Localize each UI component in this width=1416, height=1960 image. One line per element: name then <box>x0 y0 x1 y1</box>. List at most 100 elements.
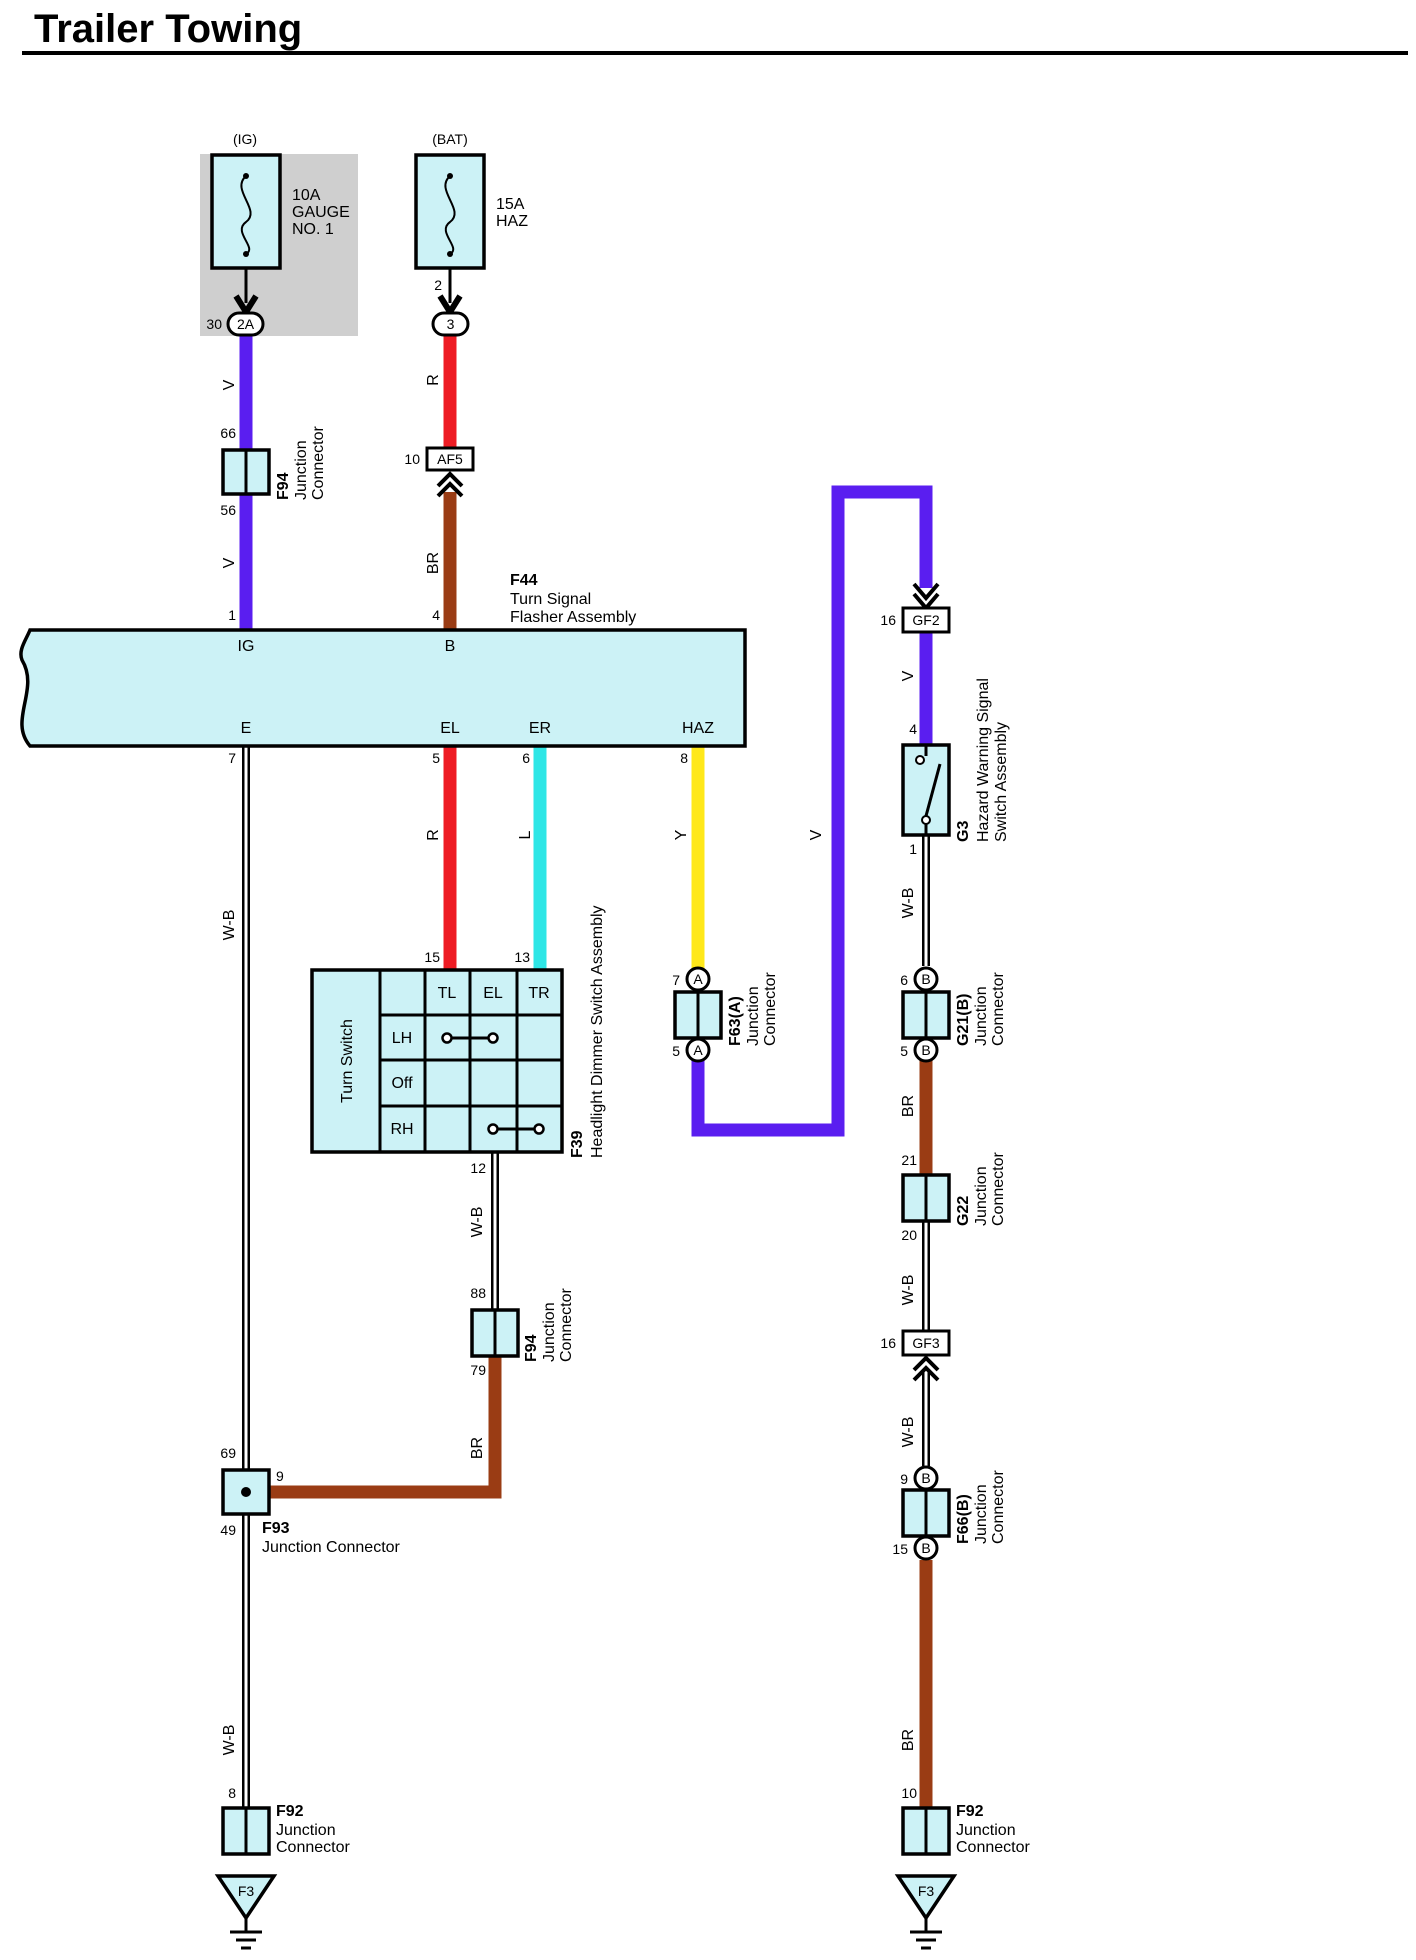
svg-text:GF2: GF2 <box>912 612 939 628</box>
pin-6: 6 <box>522 750 530 766</box>
col-el: EL <box>483 985 503 1002</box>
pin-label-b: B <box>445 638 456 655</box>
junction-f93: 69 9 49 F93 Junction Connector <box>220 1445 400 1556</box>
pin-4: 4 <box>432 607 440 623</box>
double-chevron-up-icon <box>912 1355 940 1382</box>
wire-v-loop <box>691 485 933 1137</box>
connector-gf3: GF3 16 <box>880 1329 951 1382</box>
fuse-name-2: NO. 1 <box>292 221 334 238</box>
svg-text:3: 3 <box>447 316 455 332</box>
pin-label-e: E <box>241 720 252 737</box>
fuse-element-icon <box>444 175 456 255</box>
connector-desc-2: Connector <box>990 1470 1007 1544</box>
pin-1: 1 <box>909 841 917 857</box>
pin-4: 4 <box>909 721 917 737</box>
connector-desc-2: Connector <box>310 426 327 500</box>
connector-desc: Junction <box>276 1822 336 1839</box>
pin-9: 9 <box>276 1468 284 1484</box>
wire-code-wb: W-B <box>469 1207 486 1238</box>
pin-16: 16 <box>880 1335 896 1351</box>
pin-5: 5 <box>900 1043 908 1059</box>
svg-text:B: B <box>921 971 930 987</box>
hazard-switch-g3: 4 1 G3 Hazard Warning Signal Switch Asse… <box>901 678 1010 857</box>
wire-br-f94-f93 <box>268 1357 502 1499</box>
fuse-element-icon <box>240 175 252 255</box>
wire-code-y: Y <box>673 829 690 840</box>
wire-code-br: BR <box>900 1095 917 1117</box>
pin-2: 2 <box>434 277 442 293</box>
junction-f92-left: 8 F92 Junction Connector F3 <box>214 1785 350 1950</box>
pin-15: 15 <box>892 1541 908 1557</box>
connector-desc: Junction <box>973 1484 990 1544</box>
pin-79: 79 <box>470 1362 486 1378</box>
pin-66: 66 <box>220 425 236 441</box>
row-rh: RH <box>390 1121 413 1138</box>
fuse-name: GAUGE <box>292 204 350 221</box>
wire-code-r: R <box>425 829 442 841</box>
dimmer-id: F39 <box>569 1130 586 1158</box>
switch-desc: Hazard Warning Signal <box>975 678 992 842</box>
connector-desc-2: Connector <box>990 1152 1007 1226</box>
page-title: Trailer Towing <box>34 7 302 51</box>
wire-code-br: BR <box>900 1729 917 1751</box>
connector-desc-2: Connector <box>956 1839 1030 1856</box>
pin-label-ig: IG <box>238 638 255 655</box>
pin-8: 8 <box>228 1785 236 1801</box>
connector-af5: AF5 10 <box>404 446 475 498</box>
connector-id: F92 <box>276 1803 304 1820</box>
flasher-desc-2: Flasher Assembly <box>510 609 636 626</box>
fuse-source-ig: (IG) <box>233 131 257 147</box>
pin-56: 56 <box>220 502 236 518</box>
wire-code-v: V <box>221 379 238 390</box>
wire-code-wb: W-B <box>900 1275 917 1306</box>
connector-id: F94 <box>523 1334 540 1362</box>
col-tr: TR <box>528 985 549 1002</box>
double-chevron-up-icon <box>436 471 464 498</box>
pin-8: 8 <box>680 750 688 766</box>
connector-desc: Junction <box>745 986 762 1046</box>
pin-13: 13 <box>514 949 530 965</box>
wire-code-v: V <box>900 670 917 681</box>
fuse-gauge-no1: (IG) 10A GAUGE NO. 1 2A 30 <box>200 131 358 337</box>
connector-desc: Junction <box>973 1166 990 1226</box>
svg-text:A: A <box>693 1042 703 1058</box>
pin-12: 12 <box>470 1160 486 1176</box>
connector-desc: Junction Connector <box>262 1539 401 1556</box>
connector-gf2: GF2 16 <box>880 582 951 634</box>
pin-15: 15 <box>424 949 440 965</box>
dimmer-switch-f39: Turn Switch TL EL TR LH Off RH 15 13 12 … <box>310 905 606 1176</box>
pin-20: 20 <box>901 1227 917 1243</box>
pin-49: 49 <box>220 1522 236 1538</box>
connector-desc-2: Connector <box>276 1839 350 1856</box>
wires <box>239 333 933 1809</box>
connector-id: F92 <box>956 1803 984 1820</box>
pin-label-er: ER <box>529 720 551 737</box>
junction-f94-top: 66 56 F94 Junction Connector <box>220 425 327 518</box>
pin-label-el: EL <box>440 720 460 737</box>
flasher-body <box>19 628 747 748</box>
fuse-name: HAZ <box>496 213 528 230</box>
ground-label: F3 <box>918 1883 935 1899</box>
pin-10: 10 <box>901 1785 917 1801</box>
pin-6: 6 <box>900 972 908 988</box>
pin-16: 16 <box>880 612 896 628</box>
switch-desc-2: Switch Assembly <box>993 722 1010 842</box>
pin-9: 9 <box>900 1471 908 1487</box>
wire-code-wb: W-B <box>221 1725 238 1756</box>
flasher-assembly-f44: F44 Turn Signal Flasher Assembly 1 IG 4 … <box>19 572 747 766</box>
junction-f92-right: 10 F92 Junction Connector F3 <box>894 1785 1030 1950</box>
connector-desc-2: Connector <box>990 972 1007 1046</box>
fuse-source-bat: (BAT) <box>432 131 468 147</box>
wire-code-wb: W-B <box>221 910 238 941</box>
row-off: Off <box>391 1075 413 1092</box>
connector-desc-2: Connector <box>762 972 779 1046</box>
pin-7: 7 <box>228 750 236 766</box>
fuse-haz: (BAT) 15A HAZ 2 3 <box>414 131 528 337</box>
connector-3 <box>431 311 470 337</box>
wire-code-l: L <box>517 830 534 839</box>
row-lh: LH <box>392 1030 412 1047</box>
svg-text:2A: 2A <box>237 316 255 332</box>
ground-label: F3 <box>238 1883 255 1899</box>
svg-text:GF3: GF3 <box>912 1335 939 1351</box>
pin-1: 1 <box>228 607 236 623</box>
